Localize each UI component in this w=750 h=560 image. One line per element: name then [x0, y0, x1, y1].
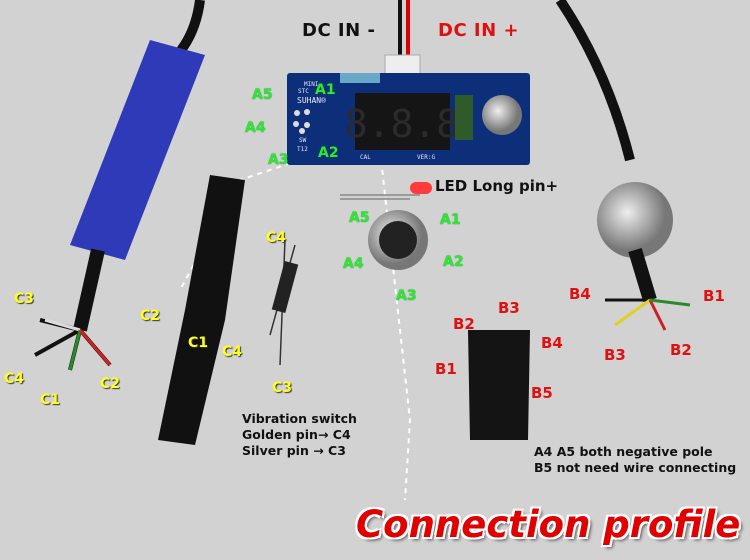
- socket-pin-a5: A5: [349, 210, 370, 226]
- led: [410, 182, 432, 194]
- dc-in-plus-label: DC IN +: [438, 20, 520, 41]
- vibration-note-line: Silver pin → C3: [242, 443, 346, 458]
- led-label: LED Long pin+: [435, 177, 559, 195]
- cable-pin-b3: B3: [604, 346, 626, 364]
- socket-pin-a3: A3: [396, 288, 417, 304]
- board-pin-a2: A2: [318, 145, 339, 161]
- wiring-note-line: B5 not need wire connecting: [534, 460, 737, 475]
- female-pin-b3: B3: [498, 299, 520, 317]
- switch-label-c2: C2: [140, 308, 161, 324]
- aviation-plug-female: [468, 330, 530, 440]
- board-pin-a3: A3: [268, 152, 289, 168]
- board-silk-t12: T12: [297, 146, 308, 153]
- switch-label-c4: C4: [222, 344, 243, 360]
- wiring-notes: A4 A5 both negative pole B5 not need wir…: [534, 444, 736, 476]
- switch-tube: [158, 175, 245, 445]
- handle-label-c2: C2: [100, 376, 121, 392]
- cable-pin-b1: B1: [703, 287, 725, 305]
- switch-label-c1: C1: [188, 335, 209, 351]
- iron-handle: [70, 40, 205, 260]
- connection-profile-title: Connection profile: [356, 503, 741, 546]
- vibration-note-line: Golden pin→ C4: [242, 427, 351, 442]
- cable-pin-b4: B4: [569, 285, 591, 303]
- vibration-switch: [271, 261, 299, 313]
- cable-pin-b2: B2: [670, 341, 692, 359]
- aviation-plug-male: [597, 182, 673, 258]
- female-pin-b4: B4: [541, 334, 563, 352]
- wiring-note-line: A4 A5 both negative pole: [534, 444, 713, 459]
- handle-label-c4: C4: [4, 371, 25, 387]
- female-pin-b1: B1: [435, 360, 457, 378]
- socket-pin-a1: A1: [440, 212, 461, 228]
- handle-label-c1: C1: [40, 392, 61, 408]
- board-silk-sw: SW: [299, 137, 307, 144]
- vibration-note: Vibration switch Golden pin→ C4 Silver p…: [242, 411, 357, 459]
- female-pin-b5: B5: [531, 384, 553, 402]
- socket-pin-a4: A4: [343, 256, 364, 272]
- dc-in-minus-label: DC IN -: [302, 20, 376, 41]
- board-silk-brand: SUHAN®: [297, 96, 326, 105]
- board-silk-version: VER:G: [417, 154, 436, 161]
- female-pin-b2: B2: [453, 315, 475, 333]
- board-silk-stc: STC: [298, 88, 309, 95]
- handle-label-c3: C3: [14, 291, 35, 307]
- board-pin-a5: A5: [252, 87, 273, 103]
- socket-pin-a2: A2: [443, 254, 464, 270]
- board-pin-a1: A1: [315, 82, 336, 98]
- board-silk-mini: MINI: [304, 81, 319, 88]
- vibration-label-c4: C4: [266, 230, 287, 246]
- controller-board: 8.8.8: [287, 73, 530, 165]
- board-pin-a4: A4: [245, 120, 266, 136]
- vibration-label-c3: C3: [272, 380, 293, 396]
- board-silk-cal: CAL: [360, 154, 371, 161]
- vibration-note-line: Vibration switch: [242, 411, 357, 426]
- svg-text:8.8.8: 8.8.8: [345, 102, 459, 146]
